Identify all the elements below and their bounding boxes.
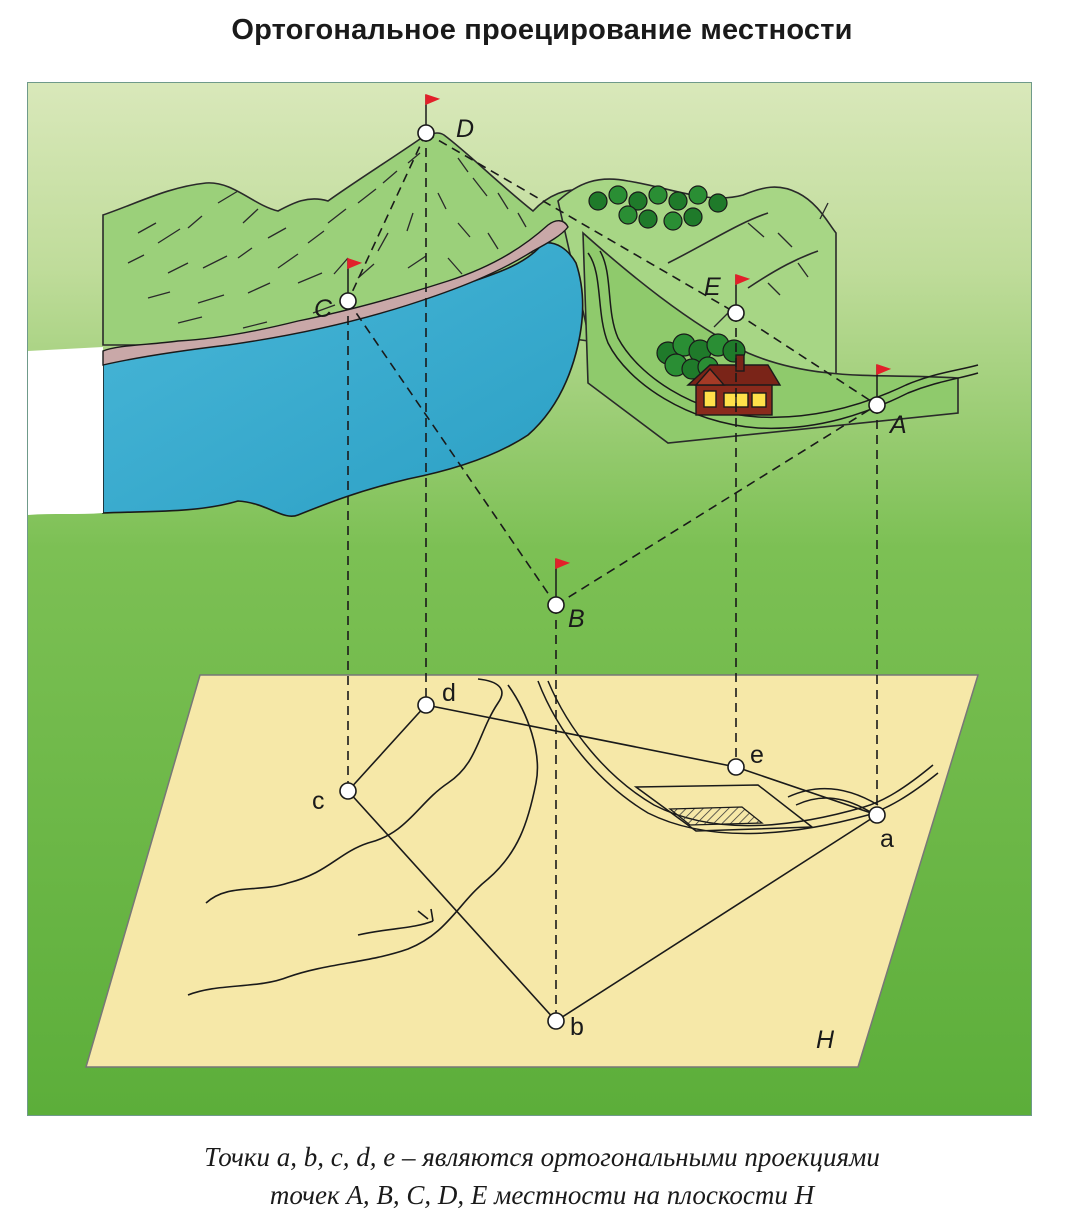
flags bbox=[347, 93, 892, 597]
flag-A bbox=[876, 363, 892, 397]
flag-E bbox=[735, 273, 751, 305]
point-A bbox=[868, 396, 886, 414]
house-footprint bbox=[633, 784, 815, 832]
house-hatch bbox=[668, 806, 764, 826]
flag-B bbox=[555, 557, 571, 597]
label-E: E bbox=[704, 273, 721, 301]
point-d bbox=[417, 696, 435, 714]
caption-line-2: точек A, B, C, D, E местности на плоскос… bbox=[269, 1180, 815, 1210]
projection-lines bbox=[347, 133, 878, 1021]
point-E bbox=[727, 304, 745, 322]
label-plane-H: H bbox=[816, 1026, 835, 1054]
caption-line-1: Точки a, b, c, d, e – являются ортогонал… bbox=[204, 1142, 880, 1172]
point-c bbox=[339, 782, 357, 800]
road bbox=[587, 250, 979, 430]
label-D: D bbox=[456, 115, 474, 143]
label-d: d bbox=[442, 679, 456, 707]
road-map bbox=[537, 680, 939, 835]
illustration-frame: D C E A B d c e a b H bbox=[27, 82, 1032, 1116]
plane-polygon bbox=[347, 704, 878, 1022]
point-C bbox=[339, 292, 357, 310]
lake-shore bbox=[28, 347, 103, 515]
label-C: C bbox=[314, 295, 333, 323]
projection-diagram: D C E A B d c e a b H bbox=[28, 83, 1031, 1115]
point-B bbox=[547, 596, 565, 614]
label-a: a bbox=[880, 825, 894, 853]
points-lower bbox=[339, 696, 886, 1030]
points-upper bbox=[339, 124, 886, 614]
point-b bbox=[547, 1012, 565, 1030]
flag-C bbox=[347, 257, 363, 293]
label-c: c bbox=[312, 787, 325, 815]
point-a bbox=[868, 806, 886, 824]
label-B: B bbox=[568, 605, 585, 633]
river-map bbox=[187, 678, 539, 996]
point-D bbox=[417, 124, 435, 142]
flag-D bbox=[425, 93, 441, 125]
label-e: e bbox=[750, 741, 764, 769]
diagram-title: Ортогональное проецирование местности bbox=[231, 14, 853, 46]
point-e bbox=[727, 758, 745, 776]
terrain-polygon bbox=[347, 132, 878, 606]
label-A: A bbox=[888, 411, 907, 439]
label-b: b bbox=[570, 1013, 584, 1041]
lake-bank bbox=[102, 220, 569, 366]
tree-grove-hill bbox=[588, 185, 728, 231]
